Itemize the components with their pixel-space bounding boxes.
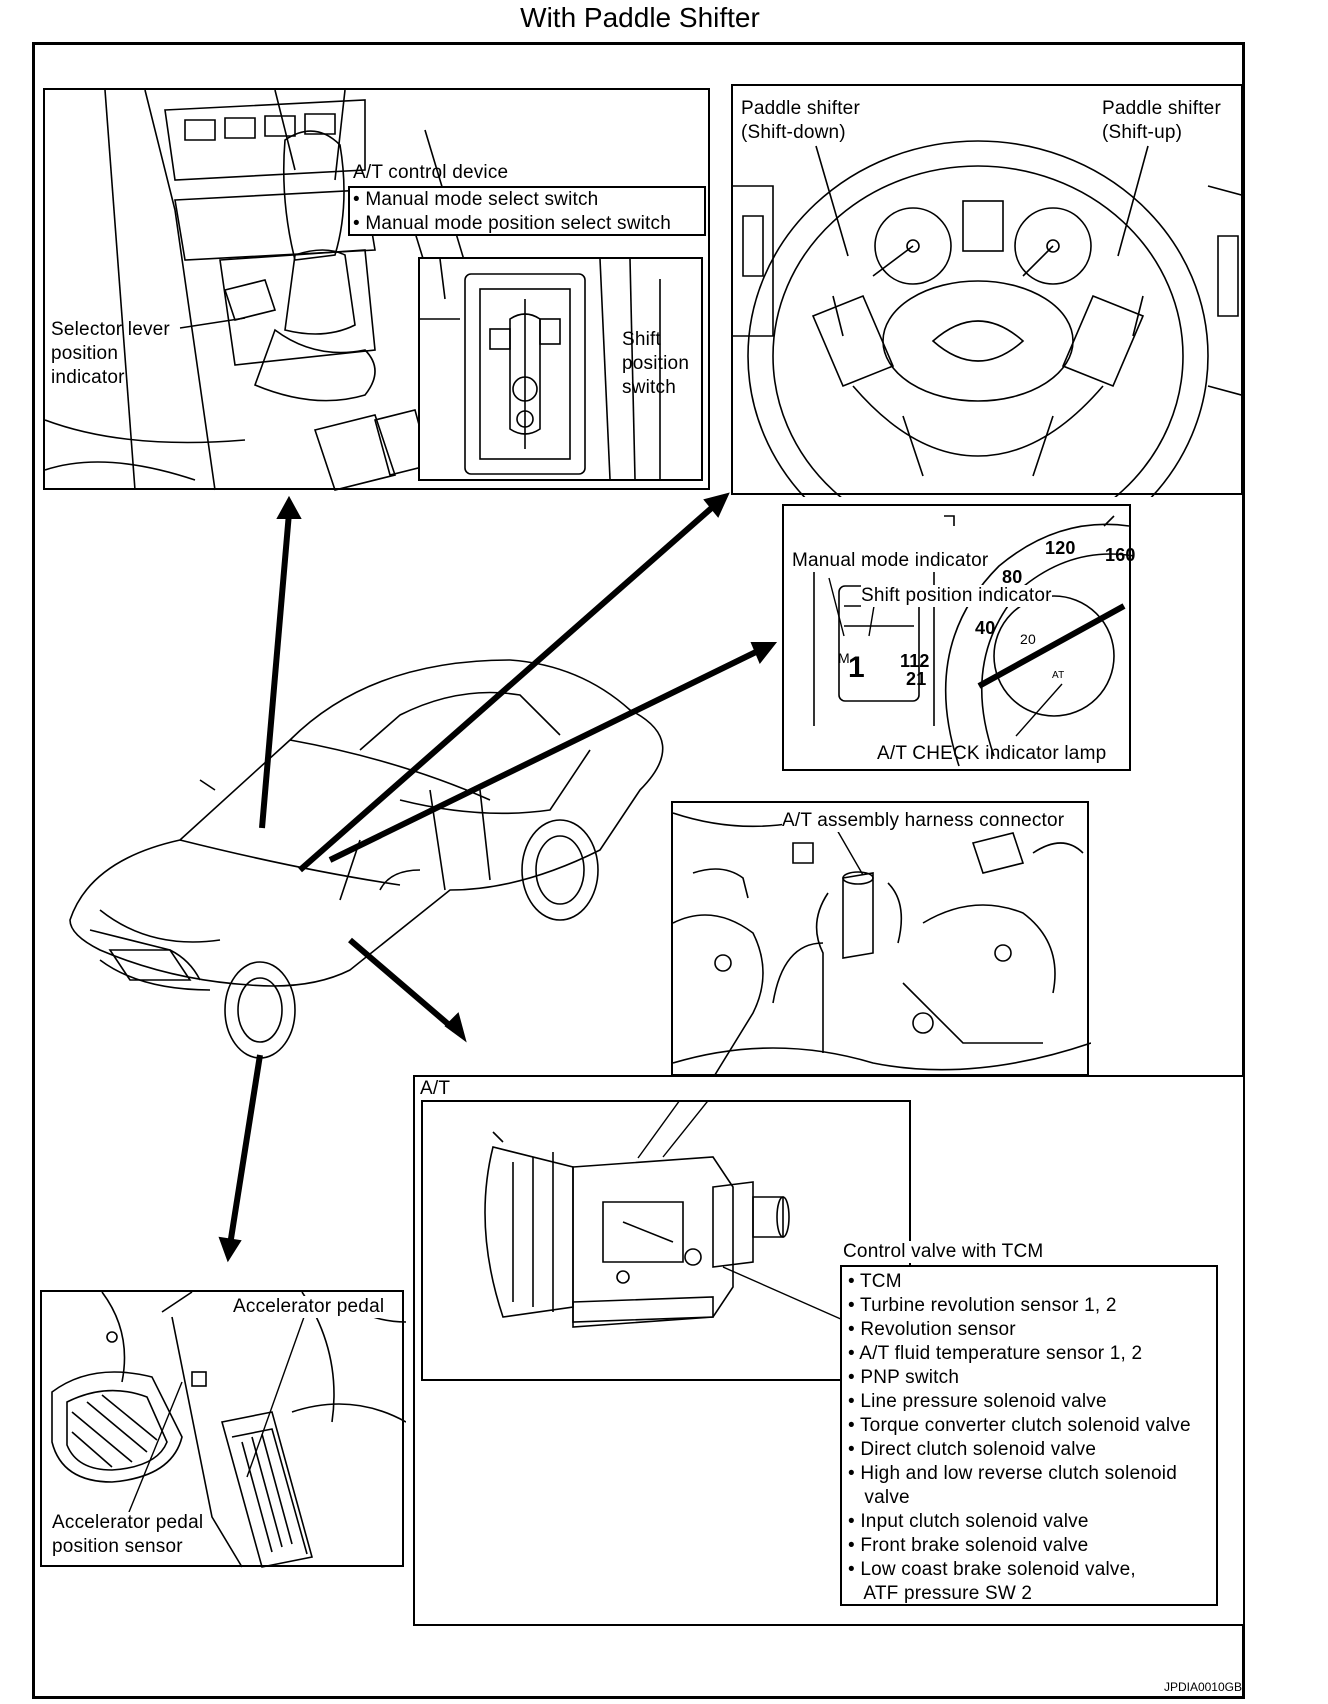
control-valve-item: • High and low reverse clutch solenoid <box>848 1463 1177 1484</box>
diagram-title: With Paddle Shifter <box>520 2 760 33</box>
meter-speed-80: 80 <box>1002 567 1023 587</box>
meter-speed-160: 160 <box>1105 545 1136 565</box>
shift-switch-label-3: switch <box>622 377 676 398</box>
control-valve-item: • Line pressure solenoid valve <box>848 1391 1107 1412</box>
pedal-sensor-label-1: Accelerator pedal <box>52 1512 204 1534</box>
control-valve-list: • TCM • Turbine revolution sensor 1, 2 •… <box>840 1265 1218 1606</box>
shift-switch-inset <box>418 257 703 481</box>
meter-gear: 1 <box>848 651 865 684</box>
at-label: A/T <box>420 1078 451 1099</box>
shift-position-indicator-label: Shift position indicator <box>861 585 1052 607</box>
selector-lever-label-3: indicator <box>51 367 125 388</box>
accelerator-pedal-label: Accelerator pedal <box>233 1296 385 1318</box>
manual-mode-indicator-label: Manual mode indicator <box>792 550 989 572</box>
transmission-illustration <box>484 1102 844 1328</box>
at-control-item-1: • Manual mode select switch <box>353 189 599 210</box>
meter-speed-20: 20 <box>1020 631 1036 647</box>
control-valve-item: • Torque converter clutch solenoid valve <box>848 1415 1191 1436</box>
paddle-up-label-1: Paddle shifter <box>1102 98 1221 119</box>
panel-paddle-shifter <box>731 84 1245 497</box>
shift-switch-label-2: position <box>622 353 690 374</box>
panel-combination-meter <box>782 504 1133 771</box>
shift-switch-illustration <box>420 259 661 480</box>
outer-frame <box>32 42 1245 1699</box>
panel-harness-connector <box>671 801 1091 1078</box>
image-code: JPDIA0010GB <box>1163 1680 1242 1694</box>
harness-connector-label: A/T assembly harness connector <box>782 810 1065 832</box>
control-valve-item: • Turbine revolution sensor 1, 2 <box>848 1295 1117 1316</box>
control-valve-item: • Low coast brake solenoid valve, <box>848 1559 1136 1580</box>
paddle-up-label-2: (Shift-up) <box>1102 122 1183 143</box>
control-valve-item: • Direct clutch solenoid valve <box>848 1439 1097 1460</box>
control-valve-item: ATF pressure SW 2 <box>848 1583 1033 1604</box>
at-control-item-2: • Manual mode position select switch <box>353 213 672 234</box>
paddle-down-label-2: (Shift-down) <box>741 122 846 143</box>
selector-lever-label-1: Selector lever <box>51 319 170 340</box>
control-valve-item: • A/T fluid temperature sensor 1, 2 <box>848 1343 1143 1364</box>
steering-wheel-illustration <box>733 140 1245 497</box>
pedal-sensor-label-2: position sensor <box>52 1536 183 1558</box>
at-control-device-list: • Manual mode select switch • Manual mod… <box>348 186 706 236</box>
shift-switch-label-1: Shift <box>622 329 662 350</box>
meter-speed-40: 40 <box>975 618 996 638</box>
control-valve-item: • Front brake solenoid valve <box>848 1535 1089 1556</box>
meter-at-marking: AT <box>1052 670 1065 681</box>
paddle-down-label-1: Paddle shifter <box>741 98 860 119</box>
control-valve-item: • Revolution sensor <box>848 1319 1016 1340</box>
meter-speed-120: 120 <box>1045 538 1076 558</box>
at-control-device-heading: A/T control device <box>353 162 509 183</box>
meter-mode-letter: M <box>838 650 850 666</box>
selector-lever-label-2: position <box>51 343 119 364</box>
control-valve-item: • PNP switch <box>848 1367 960 1388</box>
control-valve-item: • Input clutch solenoid valve <box>848 1511 1089 1532</box>
meter-illustration <box>813 515 1133 767</box>
control-valve-heading: Control valve with TCM <box>843 1241 1044 1263</box>
at-transmission-inset <box>421 1100 911 1381</box>
control-valve-item: valve <box>848 1487 910 1508</box>
harness-connector-illustration <box>673 812 1091 1078</box>
at-check-lamp-label: A/T CHECK indicator lamp <box>877 743 1107 764</box>
meter-trip: 21 <box>906 669 927 689</box>
meter-odo: 112 <box>900 651 930 671</box>
control-valve-item: • TCM <box>848 1271 902 1292</box>
